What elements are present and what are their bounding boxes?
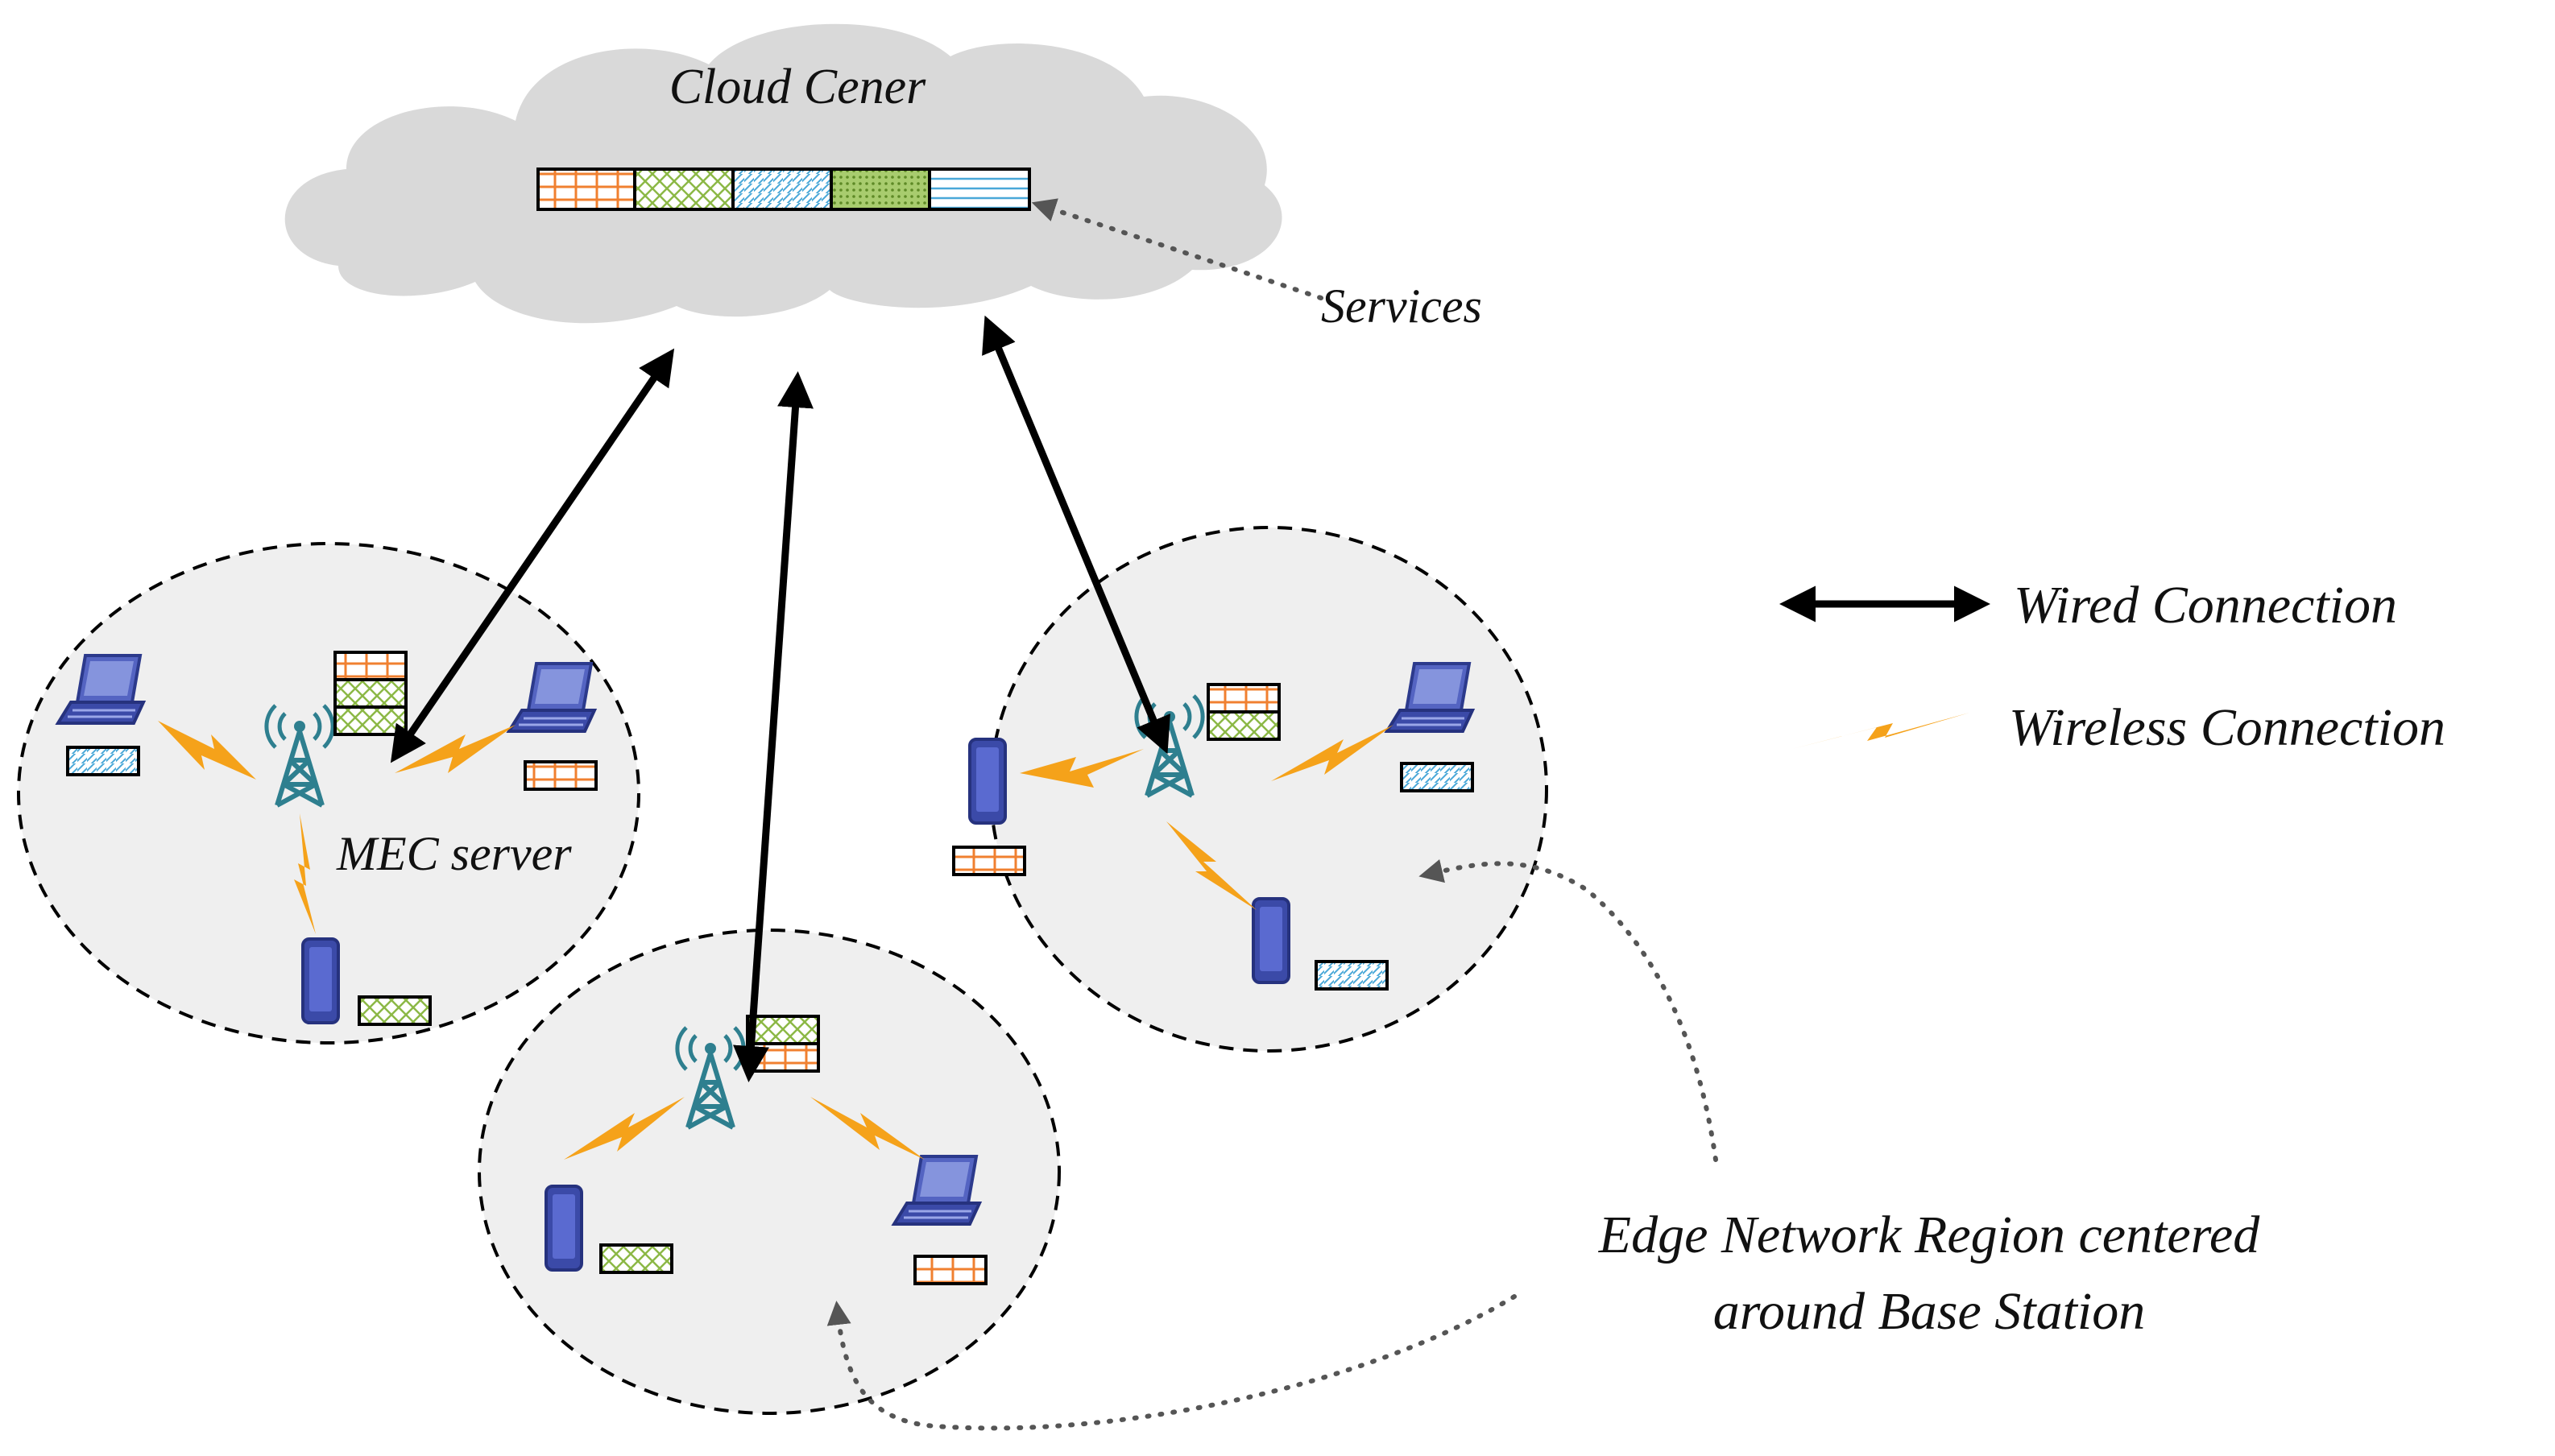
service-block-icon [913,1255,988,1285]
tablet-icon [1252,897,1290,984]
mec-server-label: MEC server [336,827,572,880]
legend-wireless-label: Wireless Connection [2009,698,2445,757]
legend-wired-label: Wired Connection [2014,576,2397,635]
lightning-icon [810,1097,925,1160]
services-label: Services [1321,279,1482,333]
lightning-icon [294,813,316,934]
legend: Wired Connection Wireless Connection [1779,576,2445,757]
service-block-icon [599,1243,673,1274]
edge-region-pointer-middle [826,1294,1517,1431]
edge-region-label-line1: Edge Network Region centered [1598,1206,2260,1264]
legend-wireless-swatch [1792,713,1969,749]
service-block-icon [66,746,140,776]
tablet-icon [545,1185,583,1272]
tablet-icon [301,937,340,1024]
service-block-icon [952,846,1026,876]
service-block-icon [1400,762,1474,792]
mec-server-stack [1207,683,1281,741]
edge-region-label-line2: around Base Station [1713,1282,2146,1341]
service-block-icon [524,760,598,791]
cloud-title: Cloud Cener [669,60,926,114]
cloud-services-strip [536,168,1031,211]
lightning-icon [158,721,256,780]
mec-server-stack [333,651,408,736]
wired-connections [390,315,1170,1082]
lightning-icon [1020,749,1144,788]
lightning-icon [564,1097,685,1160]
edge-region-middle [478,929,1061,1415]
mec-server-stack [746,1015,820,1073]
lightning-icon [1166,821,1257,910]
wired-connection-middle [733,371,814,1082]
tablet-icon [968,738,1007,825]
edge-region-pointer-right [1418,858,1718,1162]
services-pointer [1031,198,1323,300]
lightning-icon [1271,725,1393,781]
service-block-icon [1315,960,1389,991]
wired-connection-right [982,315,1170,755]
service-block-icon [358,995,432,1026]
wired-connection-left [390,348,675,763]
